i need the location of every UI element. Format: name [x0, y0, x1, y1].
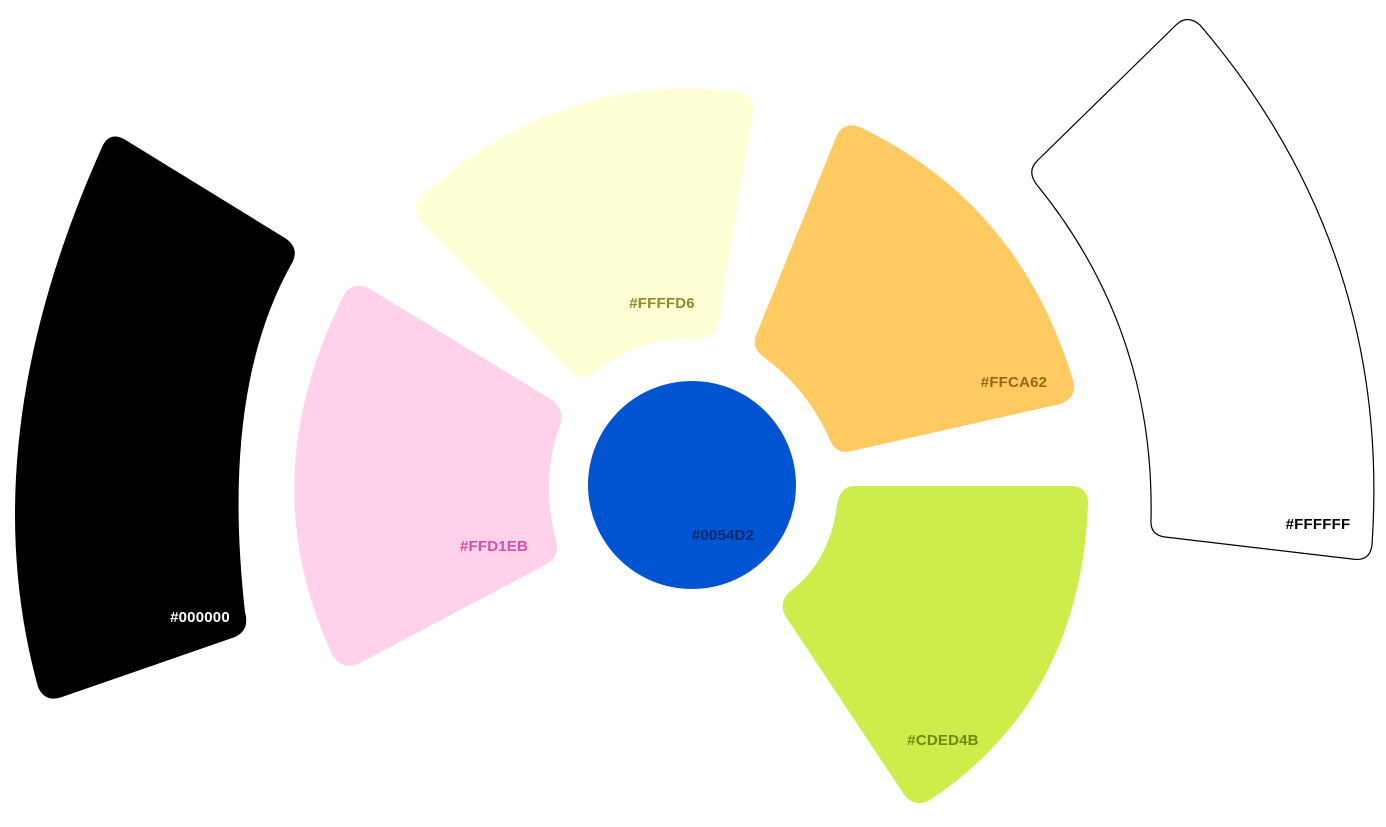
swatch-pink-label: #FFD1EB	[460, 538, 528, 555]
swatch-black-label: #000000	[170, 609, 230, 626]
swatch-black[interactable]: #000000	[14, 136, 295, 699]
swatch-white[interactable]: #FFFFFF	[1031, 18, 1375, 561]
swatch-white-label: #FFFFFF	[1286, 516, 1351, 533]
swatch-orange[interactable]: #FFCA62	[754, 125, 1075, 452]
swatch-pink-shape	[294, 285, 562, 666]
swatch-cream[interactable]: #FFFFD6	[415, 88, 754, 378]
swatch-blue[interactable]: #0054D2	[588, 381, 796, 589]
swatch-white-shape	[1031, 18, 1375, 561]
swatch-pink[interactable]: #FFD1EB	[294, 285, 562, 666]
swatch-lime-label: #CDED4B	[907, 732, 978, 749]
swatch-orange-label: #FFCA62	[981, 374, 1047, 391]
swatch-lime-shape	[782, 486, 1089, 804]
swatch-lime[interactable]: #CDED4B	[782, 486, 1089, 804]
swatch-black-shape	[14, 136, 295, 699]
swatch-orange-shape	[754, 125, 1075, 452]
swatch-blue-label: #0054D2	[692, 527, 754, 544]
swatch-blue-shape	[588, 381, 796, 589]
swatch-cream-shape	[415, 88, 754, 378]
swatch-cream-label: #FFFFD6	[629, 295, 695, 312]
